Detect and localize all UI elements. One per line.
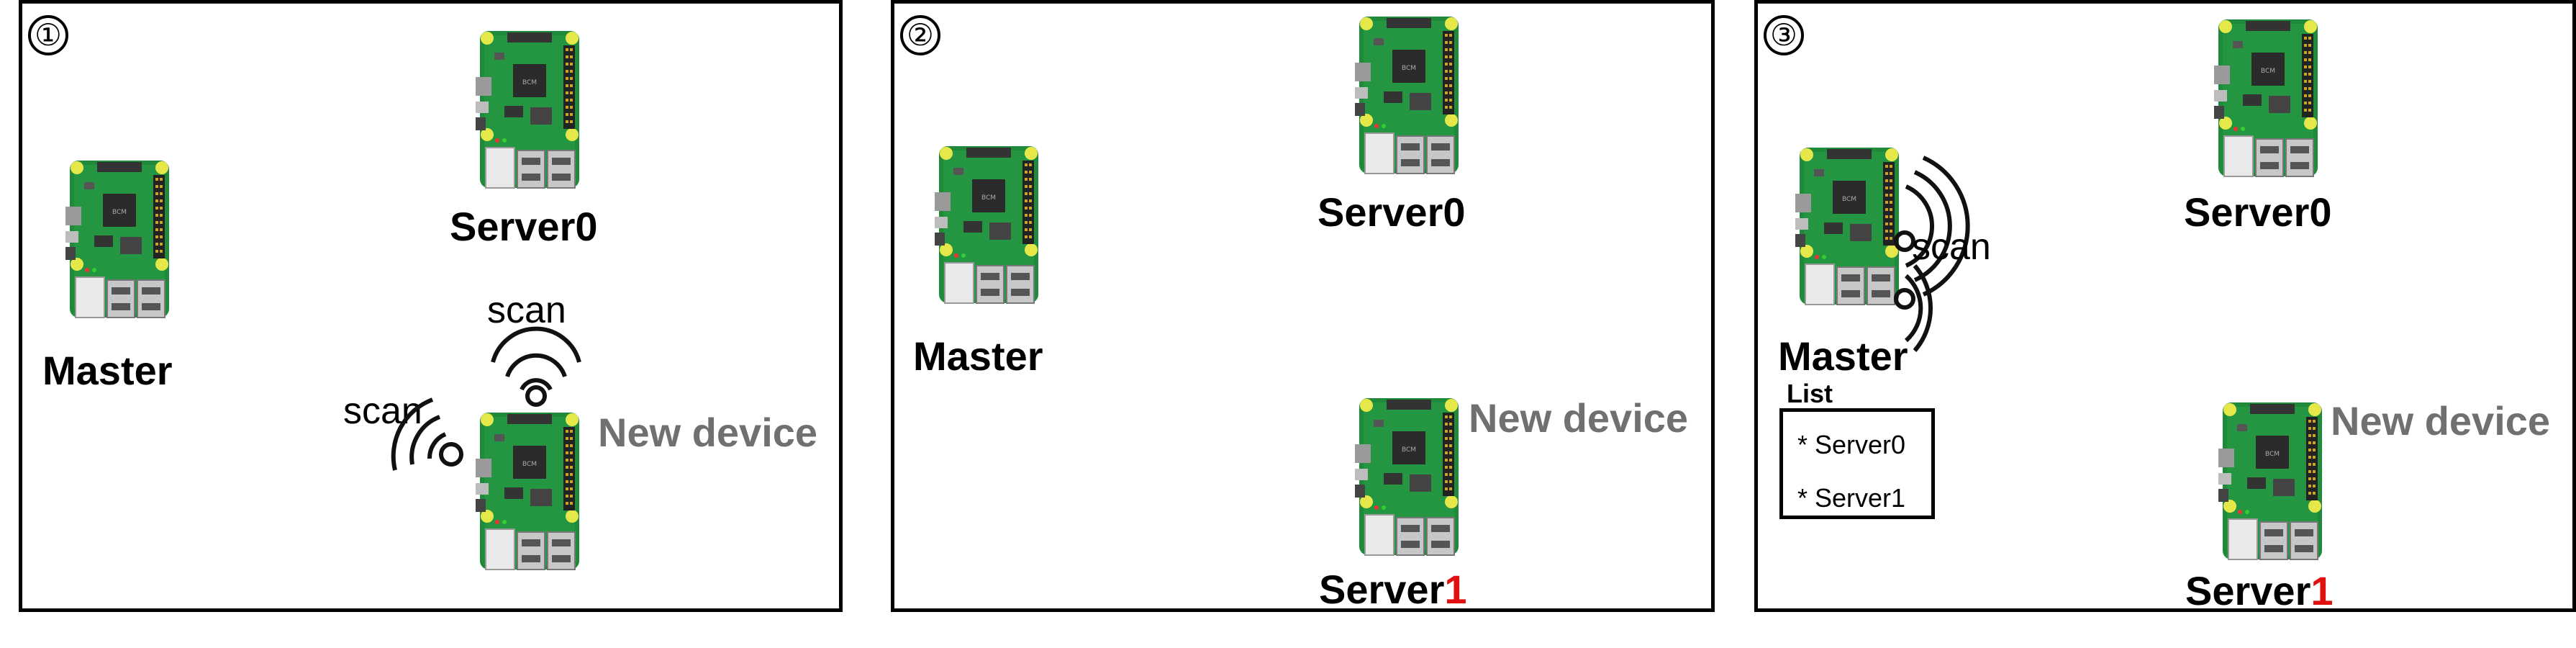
- new-device-label: New device: [1469, 395, 1689, 441]
- new-device-label: New device: [2331, 398, 2551, 444]
- master-label: Master: [42, 348, 173, 393]
- master-board-icon: [935, 142, 1043, 307]
- server-list-box: * Server0 * Server1: [1779, 408, 1935, 519]
- server0-board-icon: [1355, 12, 1463, 178]
- step-number: ①: [28, 15, 68, 55]
- scan-label: scan: [1912, 226, 1991, 268]
- server0-label: Server0: [2184, 189, 2332, 235]
- new-device-label: New device: [598, 410, 818, 455]
- server0-board-icon: [2214, 15, 2322, 181]
- new-device-board-icon: [476, 408, 584, 574]
- server0-label: Server0: [450, 204, 598, 249]
- step-number: ③: [1764, 15, 1804, 55]
- scan-label-side: scan: [343, 390, 422, 432]
- server1-board-icon: [2218, 398, 2326, 564]
- server0-label: Server0: [1318, 189, 1466, 235]
- wifi-signal-icon-side: [391, 397, 463, 471]
- wifi-signal-icon: [491, 326, 581, 407]
- master-board-icon: [65, 156, 173, 322]
- server1-label: Server1: [2185, 571, 2334, 611]
- scan-label-top: scan: [487, 289, 566, 331]
- server1-label: Server1: [1319, 570, 1467, 610]
- master-label: Master: [913, 333, 1043, 379]
- step-number: ②: [900, 15, 940, 55]
- server0-board-icon: [476, 27, 584, 192]
- server1-label-prefix: Server: [1319, 567, 1445, 612]
- list-item: * Server0: [1797, 430, 1906, 459]
- server1-label-prefix: Server: [2185, 568, 2311, 613]
- server1-board-icon: [1355, 394, 1463, 559]
- panel-1: ① Master Server0 scan scan New device: [19, 0, 843, 612]
- master-label: Master: [1778, 333, 1908, 379]
- scan-wave-icon: [1894, 156, 1970, 352]
- list-title: List: [1787, 379, 1833, 408]
- server1-label-index: 1: [1444, 567, 1467, 612]
- panel-2: ② Master Server0 New device Server1: [891, 0, 1715, 612]
- master-board-icon: [1795, 143, 1903, 309]
- server1-label-index: 1: [2310, 568, 2334, 613]
- panel-3: ③ scan Master List * Server0 * Server1 S…: [1754, 0, 2576, 612]
- list-item: * Server1: [1797, 483, 1906, 513]
